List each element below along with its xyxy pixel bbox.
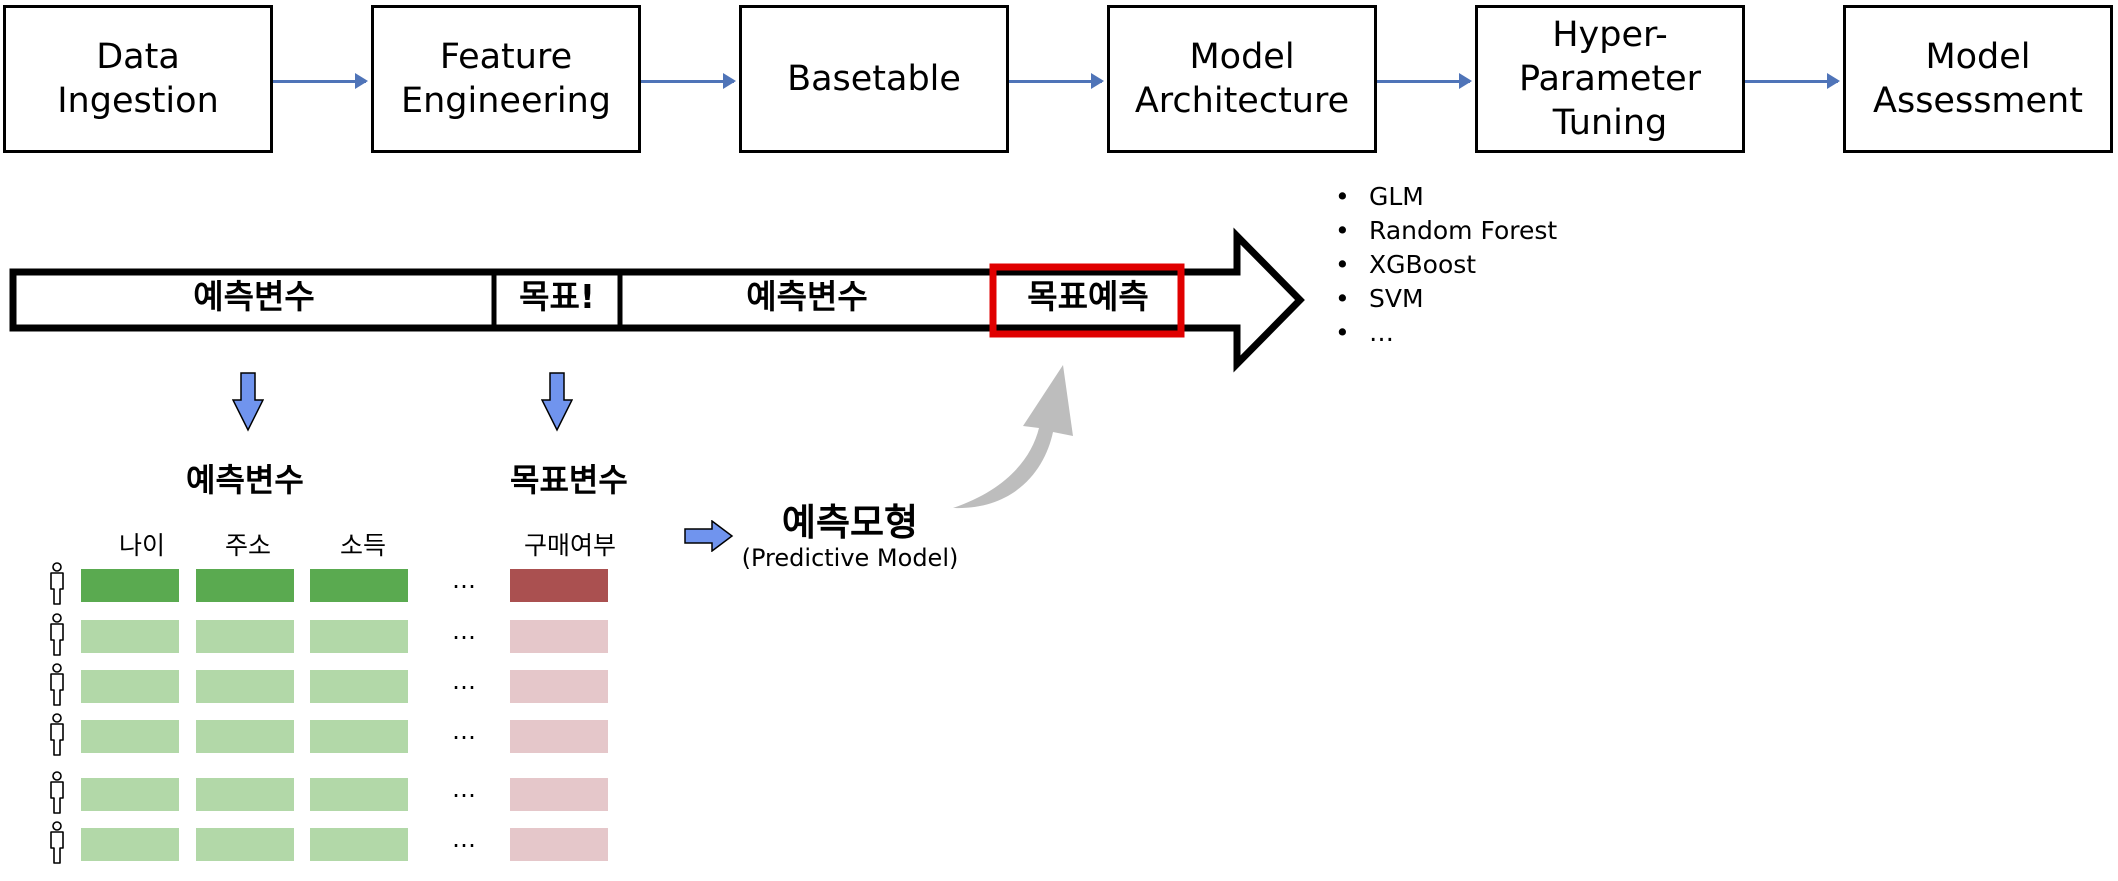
predictor-cell (310, 569, 408, 602)
model-title: 예측모형 (781, 501, 919, 544)
predictor-cell (310, 828, 408, 861)
algorithm-item: GLM (1335, 180, 1557, 214)
model-subtitle: (Predictive Model) (741, 544, 959, 572)
target-cell (510, 620, 608, 653)
person-icon (50, 713, 64, 756)
predictors-title: 예측변수 (186, 461, 304, 499)
segment-target: 목표! (519, 277, 595, 316)
column-header-income: 소득 (339, 531, 386, 560)
predictor-cell (81, 778, 179, 811)
target-cell (510, 720, 608, 753)
predictor-cell (196, 569, 294, 602)
algorithm-list: GLM Random Forest XGBoost SVM … (1335, 180, 1557, 350)
flow-arrow-icon (273, 73, 368, 89)
algorithm-item: XGBoost (1335, 248, 1557, 282)
person-icon (50, 821, 64, 864)
predictor-cell (196, 778, 294, 811)
algorithm-item: Random Forest (1335, 214, 1557, 248)
predictor-cell (81, 670, 179, 703)
person-icon (50, 562, 64, 605)
target-cell (510, 828, 608, 861)
row-ellipsis: … (452, 775, 476, 803)
person-icon (50, 771, 64, 814)
algorithm-item: … (1335, 316, 1557, 350)
predictor-cell (81, 620, 179, 653)
row-ellipsis: … (452, 566, 476, 594)
segment-predictors: 예측변수 (193, 277, 315, 316)
predictor-cell (196, 720, 294, 753)
stage-model-architecture: Model Architecture (1107, 5, 1377, 153)
timeline-arrow-icon (9, 227, 1305, 373)
predictor-cell (81, 569, 179, 602)
predictor-cell (310, 720, 408, 753)
segment-target-prediction: 목표예측 (1027, 277, 1149, 316)
row-ellipsis: … (452, 667, 476, 695)
predictor-cell (196, 620, 294, 653)
stage-hyper-parameter-tuning: Hyper- Parameter Tuning (1475, 5, 1745, 153)
predictor-cell (196, 670, 294, 703)
flow-arrow-icon (641, 73, 736, 89)
flow-arrow-icon (1745, 73, 1840, 89)
predictor-cell (196, 828, 294, 861)
row-ellipsis: … (452, 825, 476, 853)
stage-basetable: Basetable (739, 5, 1009, 153)
predictor-cell (310, 778, 408, 811)
target-cell (510, 670, 608, 703)
person-icon (50, 613, 64, 656)
target-cell (510, 569, 608, 602)
stage-feature-engineering: Feature Engineering (371, 5, 641, 153)
down-arrow-icon (232, 372, 264, 432)
column-header-purchase: 구매여부 (523, 531, 616, 560)
down-arrow-icon (541, 372, 573, 432)
predictor-cell (81, 828, 179, 861)
segment-predictors-later: 예측변수 (746, 277, 868, 316)
right-arrow-icon (684, 520, 734, 552)
predictor-cell (81, 720, 179, 753)
curved-arrow-icon (953, 365, 1073, 509)
column-header-age: 나이 (118, 531, 165, 560)
person-icon (50, 663, 64, 706)
stage-data-ingestion: Data Ingestion (3, 5, 273, 153)
target-title: 목표변수 (510, 461, 628, 499)
stage-model-assessment: Model Assessment (1843, 5, 2113, 153)
algorithm-item: SVM (1335, 282, 1557, 316)
predictor-cell (310, 620, 408, 653)
prediction-highlight-box (989, 263, 1185, 338)
flow-arrow-icon (1377, 73, 1472, 89)
target-cell (510, 778, 608, 811)
predictor-cell (310, 670, 408, 703)
row-ellipsis: … (452, 717, 476, 745)
column-header-address: 주소 (224, 531, 271, 560)
row-ellipsis: … (452, 617, 476, 645)
flow-arrow-icon (1009, 73, 1104, 89)
